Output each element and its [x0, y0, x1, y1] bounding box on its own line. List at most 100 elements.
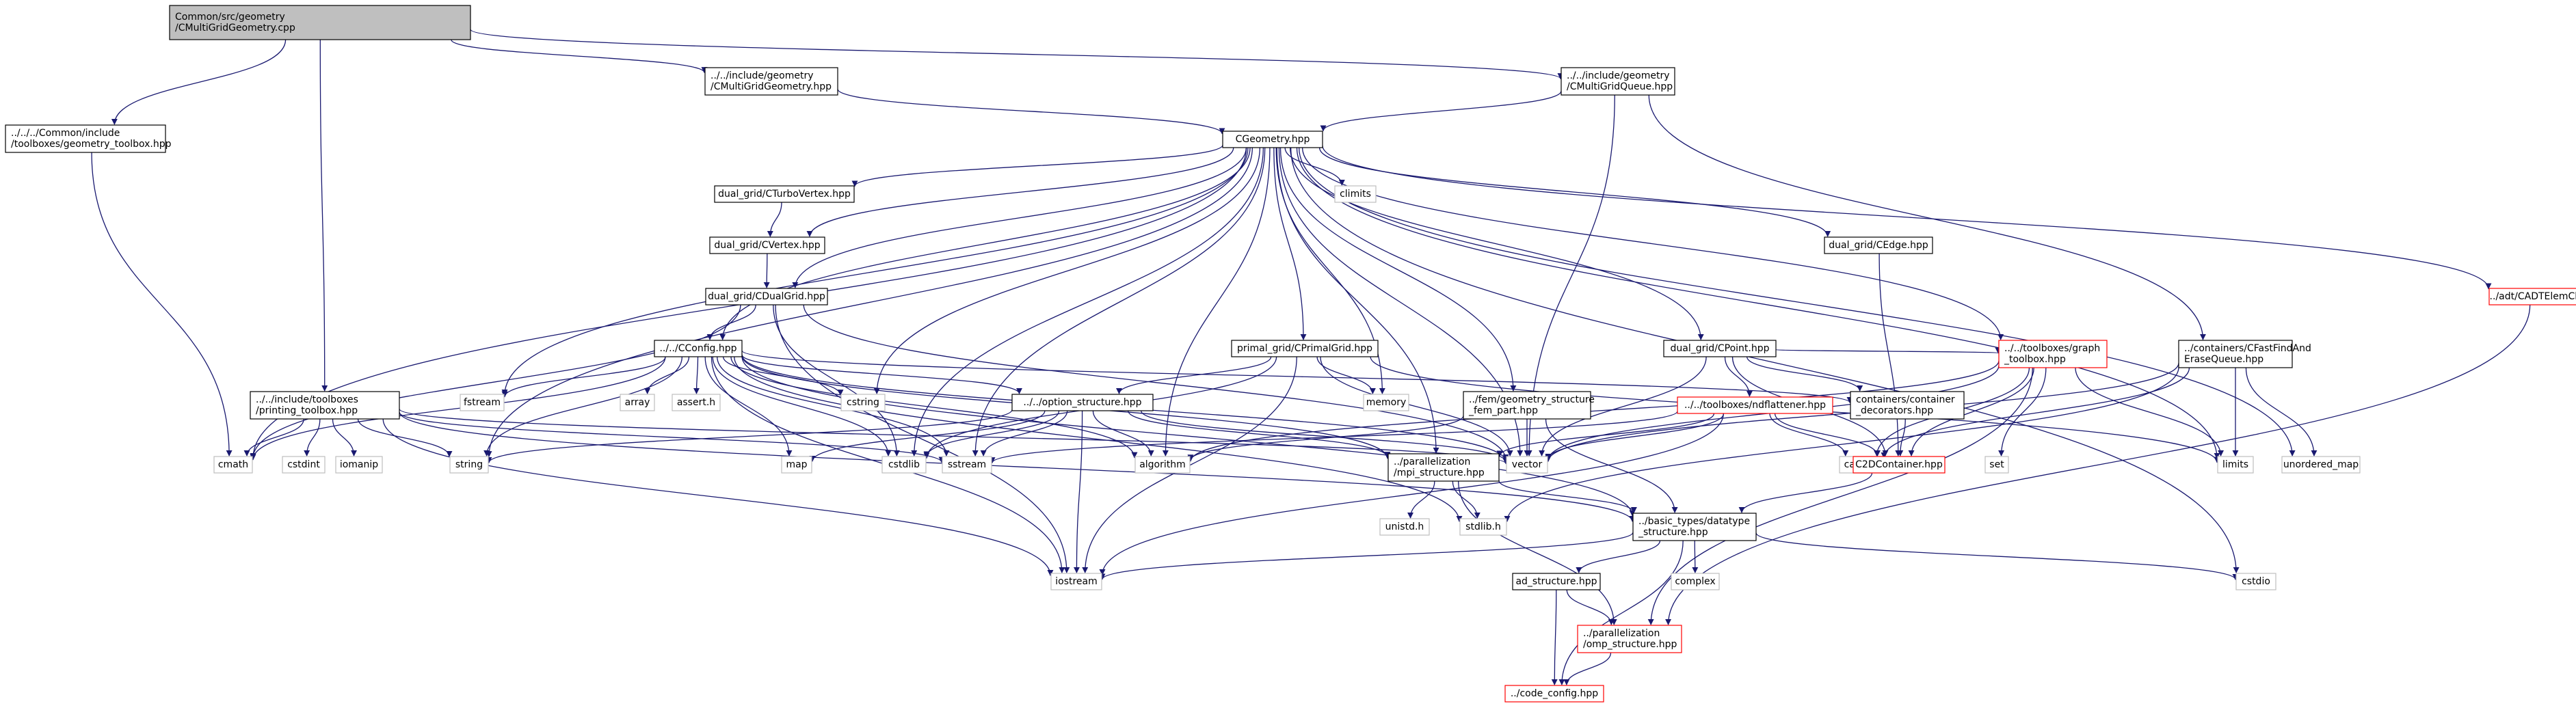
edge-cmg_queue-to-cgeometry	[1320, 90, 1562, 132]
node-limits: limits	[2217, 456, 2254, 474]
edge-cconfig-to-asserth	[693, 356, 700, 394]
edge-cgeometry-to-cpoint	[1290, 147, 1704, 340]
edge-printing_toolbox-to-cmath	[243, 418, 304, 457]
edge-datatype_structure-to-iostream	[1099, 532, 1634, 580]
edge-root-to-geom_toolbox	[111, 39, 287, 125]
node-cstring: cstring	[840, 394, 886, 411]
edge-cgeometry-to-fem_part	[1279, 147, 1517, 392]
edge-printing_toolbox-to-iomanip	[332, 418, 358, 457]
node-vector: vector	[1506, 456, 1548, 474]
edge-cgeometry-to-sstream	[972, 147, 1266, 457]
node-turbovertex[interactable]: dual_grid/CTurboVertex.hpp	[714, 185, 855, 203]
node-omp_structure[interactable]: ../parallelization/omp_structure.hpp	[1577, 625, 1682, 653]
node-label-asserth-0: assert.h	[677, 397, 715, 408]
node-box-graph_toolbox	[1998, 340, 2108, 368]
edge-printing_toolbox-to-cstdint	[304, 418, 321, 457]
node-label-cmg_geometry-0: ../../include/geometry	[711, 70, 814, 81]
edge-cedge-to-c2dcontainer	[1878, 253, 1902, 457]
node-ad_structure[interactable]: ad_structure.hpp	[1512, 573, 1601, 590]
edge-mpi_structure-to-datatype_structure	[1498, 480, 1637, 513]
node-map: map	[781, 456, 812, 474]
node-cmg_geometry[interactable]: ../../include/geometry/CMultiGridGeometr…	[704, 67, 838, 96]
edge-cgeometry-to-limits	[1296, 147, 2220, 459]
node-box-cpoint	[1663, 340, 1777, 357]
node-iomanip: iomanip	[335, 456, 383, 474]
node-label-fstream-0: fstream	[464, 397, 501, 408]
node-label-cmg_queue-0: ../../include/geometry	[1567, 70, 1670, 81]
node-container_decorators[interactable]: containers/container_decorators.hpp	[1850, 391, 1965, 420]
node-box-array	[620, 394, 655, 411]
edge-mpi_structure-to-unistdh	[1407, 480, 1435, 519]
node-cprimalgrid[interactable]: primal_grid/CPrimalGrid.hpp	[1231, 340, 1379, 357]
node-set: set	[1984, 456, 2009, 474]
node-box-geom_toolbox	[5, 124, 166, 153]
node-printing_toolbox[interactable]: ../../include/toolboxes/printing_toolbox…	[250, 391, 400, 420]
edge-cconfig-to-stdlibh	[734, 356, 1463, 522]
node-label-cstdint-0: cstdint	[287, 459, 320, 470]
node-box-c2dcontainer	[1853, 456, 1946, 474]
edge-c2dcontainer-to-datatype_structure	[1738, 472, 1873, 513]
node-cadt[interactable]: ../adt/CADTElemClass.hpp	[2488, 288, 2576, 305]
node-cvertex[interactable]: dual_grid/CVertex.hpp	[709, 236, 825, 254]
node-box-cedge	[1824, 236, 1933, 254]
edge-cpoint-to-graph_toolbox	[1775, 347, 2001, 354]
node-option_structure[interactable]: ../../option_structure.hpp	[1011, 394, 1154, 411]
edge-ndflattener-to-vector	[1545, 413, 1725, 460]
node-asserth: assert.h	[672, 394, 721, 411]
node-box-cconfig	[654, 340, 743, 357]
node-label-map-0: map	[786, 459, 807, 470]
node-fem_part[interactable]: ../fem/geometry_structure_fem_part.hpp	[1463, 391, 1595, 420]
edge-ndflattener-to-mpi_structure	[1496, 413, 1715, 457]
node-box-code_config	[1504, 685, 1604, 703]
edge-ndflattener-to-c2dcontainer	[1774, 413, 1881, 457]
edge-cconfig-to-sstream	[717, 356, 950, 457]
node-cmg_queue[interactable]: ../../include/geometry/CMultiGridQueue.h…	[1561, 67, 1675, 96]
edge-option_structure-to-sstream	[980, 410, 1068, 457]
node-label-cstdlib-0: cstdlib	[888, 459, 920, 470]
node-label-set-0: set	[1989, 459, 2004, 470]
node-box-cvertex	[709, 236, 825, 254]
node-label-mpi_structure-0: ../parallelization	[1394, 457, 1470, 467]
edge-option_structure-to-string	[486, 409, 1013, 463]
edge-cgeometry-to-cadt	[1322, 145, 2492, 290]
node-box-cstdlib	[881, 456, 927, 474]
node-mpi_structure[interactable]: ../parallelization/mpi_structure.hpp	[1387, 453, 1500, 482]
node-box-cadt	[2488, 288, 2576, 305]
node-label-sstream-0: sstream	[948, 459, 986, 470]
node-label-limits-0: limits	[2222, 459, 2248, 470]
nodes-layer: Common/src/geometry/CMultiGridGeometry.c…	[5, 5, 2576, 703]
edge-fastfind-to-stdlibh	[1504, 367, 2179, 522]
node-ndflattener[interactable]: ../../toolboxes/ndflattener.hpp	[1677, 396, 1833, 414]
node-code_config[interactable]: ../code_config.hpp	[1504, 685, 1604, 703]
node-string: string	[449, 456, 489, 474]
node-box-mpi_structure	[1387, 453, 1500, 482]
edge-cgeometry-to-cstdio	[1290, 147, 2240, 573]
node-c2dcontainer[interactable]: C2DContainer.hpp	[1853, 456, 1946, 474]
node-box-root	[169, 5, 471, 40]
edge-container_decorators-to-c2dcontainer	[1897, 418, 1906, 457]
edge-cgeometry-to-turbovertex	[851, 144, 1223, 187]
node-label-printing_toolbox-0: ../../include/toolboxes	[256, 394, 358, 405]
node-root[interactable]: Common/src/geometry/CMultiGridGeometry.c…	[169, 5, 471, 40]
node-cstdio: cstdio	[2235, 573, 2276, 590]
node-cgeometry[interactable]: CGeometry.hpp	[1222, 131, 1323, 148]
edge-cconfig-to-cmath	[250, 356, 666, 461]
edge-option_structure-to-mpi_structure	[1128, 410, 1391, 459]
node-label-omp_structure-0: ../parallelization	[1583, 628, 1660, 639]
edge-cconfig-to-option_structure	[741, 354, 1022, 394]
node-cpoint[interactable]: dual_grid/CPoint.hpp	[1663, 340, 1777, 357]
edge-cprimalgrid-to-memory	[1316, 356, 1376, 394]
node-cconfig[interactable]: ../../CConfig.hpp	[654, 340, 743, 357]
node-cedge[interactable]: dual_grid/CEdge.hpp	[1824, 236, 1933, 254]
node-geom_toolbox[interactable]: ../../../Common/include/toolboxes/geomet…	[5, 124, 172, 153]
node-graph_toolbox[interactable]: ../../toolboxes/graph_toolbox.hpp	[1998, 340, 2108, 368]
node-label-printing_toolbox-1: /printing_toolbox.hpp	[256, 405, 358, 416]
node-box-printing_toolbox	[250, 391, 400, 420]
node-label-omp_structure-1: /omp_structure.hpp	[1583, 639, 1677, 650]
edge-cconfig-to-datatype_structure	[741, 356, 1636, 517]
node-unordered_map: unordered_map	[2281, 456, 2361, 474]
node-datatype_structure[interactable]: ../basic_types/datatype_structure.hpp	[1632, 513, 1757, 541]
node-label-code_config-0: ../code_config.hpp	[1511, 688, 1598, 699]
node-cdualgrid[interactable]: dual_grid/CDualGrid.hpp	[705, 288, 828, 305]
